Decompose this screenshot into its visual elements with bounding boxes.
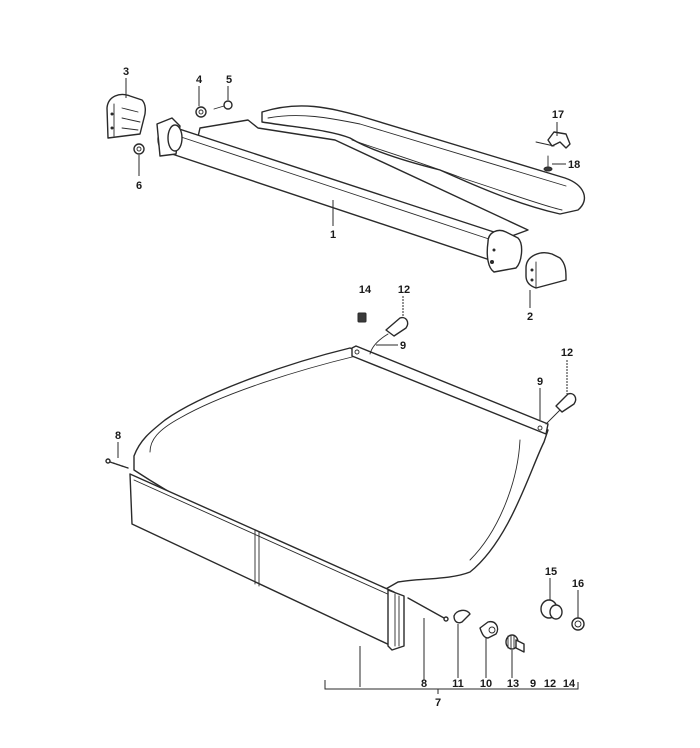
part-16-nut: [571, 617, 585, 631]
part-12-hook-left: [385, 316, 409, 337]
part-5-screw: [213, 100, 233, 110]
callout-12-left: 12: [398, 284, 410, 296]
callout-7: 7: [435, 697, 441, 709]
callout-4: 4: [196, 74, 203, 86]
callout-17: 17: [552, 109, 564, 121]
part-1-roller-cassette: [156, 105, 586, 273]
callout-12-bottom: 12: [544, 678, 556, 690]
part-6-washer: [133, 143, 145, 155]
callout-15: 15: [545, 566, 557, 578]
part-11-clip: [453, 609, 471, 624]
callout-8-bottom: 8: [421, 678, 427, 690]
callout-10: 10: [480, 678, 492, 690]
part-9-cable-right: [545, 409, 561, 425]
part-10-bearing: [479, 620, 499, 639]
part-2-right-end-cap: [525, 252, 567, 289]
part-12-hook-right: [555, 392, 577, 413]
callout-6: 6: [136, 180, 142, 192]
part-3-left-end-cap: [106, 93, 147, 139]
callout-14-bottom: 14: [563, 678, 576, 690]
part-17-bracket: [535, 131, 571, 149]
part-9-cable-left: [369, 333, 389, 355]
part-18-screw: [543, 155, 553, 172]
callout-9-bottom: 9: [530, 678, 536, 690]
callout-8-left: 8: [115, 430, 121, 442]
part-7-cover-assembly: [129, 345, 549, 651]
callout-16: 16: [572, 578, 584, 590]
leader-lines: [117, 78, 579, 694]
callout-5: 5: [226, 74, 232, 86]
callout-11: 11: [452, 678, 464, 690]
callout-13: 13: [507, 678, 519, 690]
callout-3: 3: [123, 66, 129, 78]
part-8-pin-right: [407, 597, 449, 622]
part-8-pin-left: [105, 458, 129, 469]
callout-9-right: 9: [537, 376, 543, 388]
callout-18: 18: [568, 159, 580, 171]
callout-14-top: 14: [359, 284, 372, 296]
callout-2: 2: [527, 311, 533, 323]
part-15-bushing: [540, 599, 563, 620]
callout-1: 1: [330, 229, 336, 241]
part-4-nut: [195, 106, 207, 118]
callout-9-left: 9: [400, 340, 406, 352]
part-14-clip-nut: [357, 312, 367, 323]
part-13-knurled-plug: [505, 634, 525, 653]
callout-12-right: 12: [561, 347, 573, 359]
